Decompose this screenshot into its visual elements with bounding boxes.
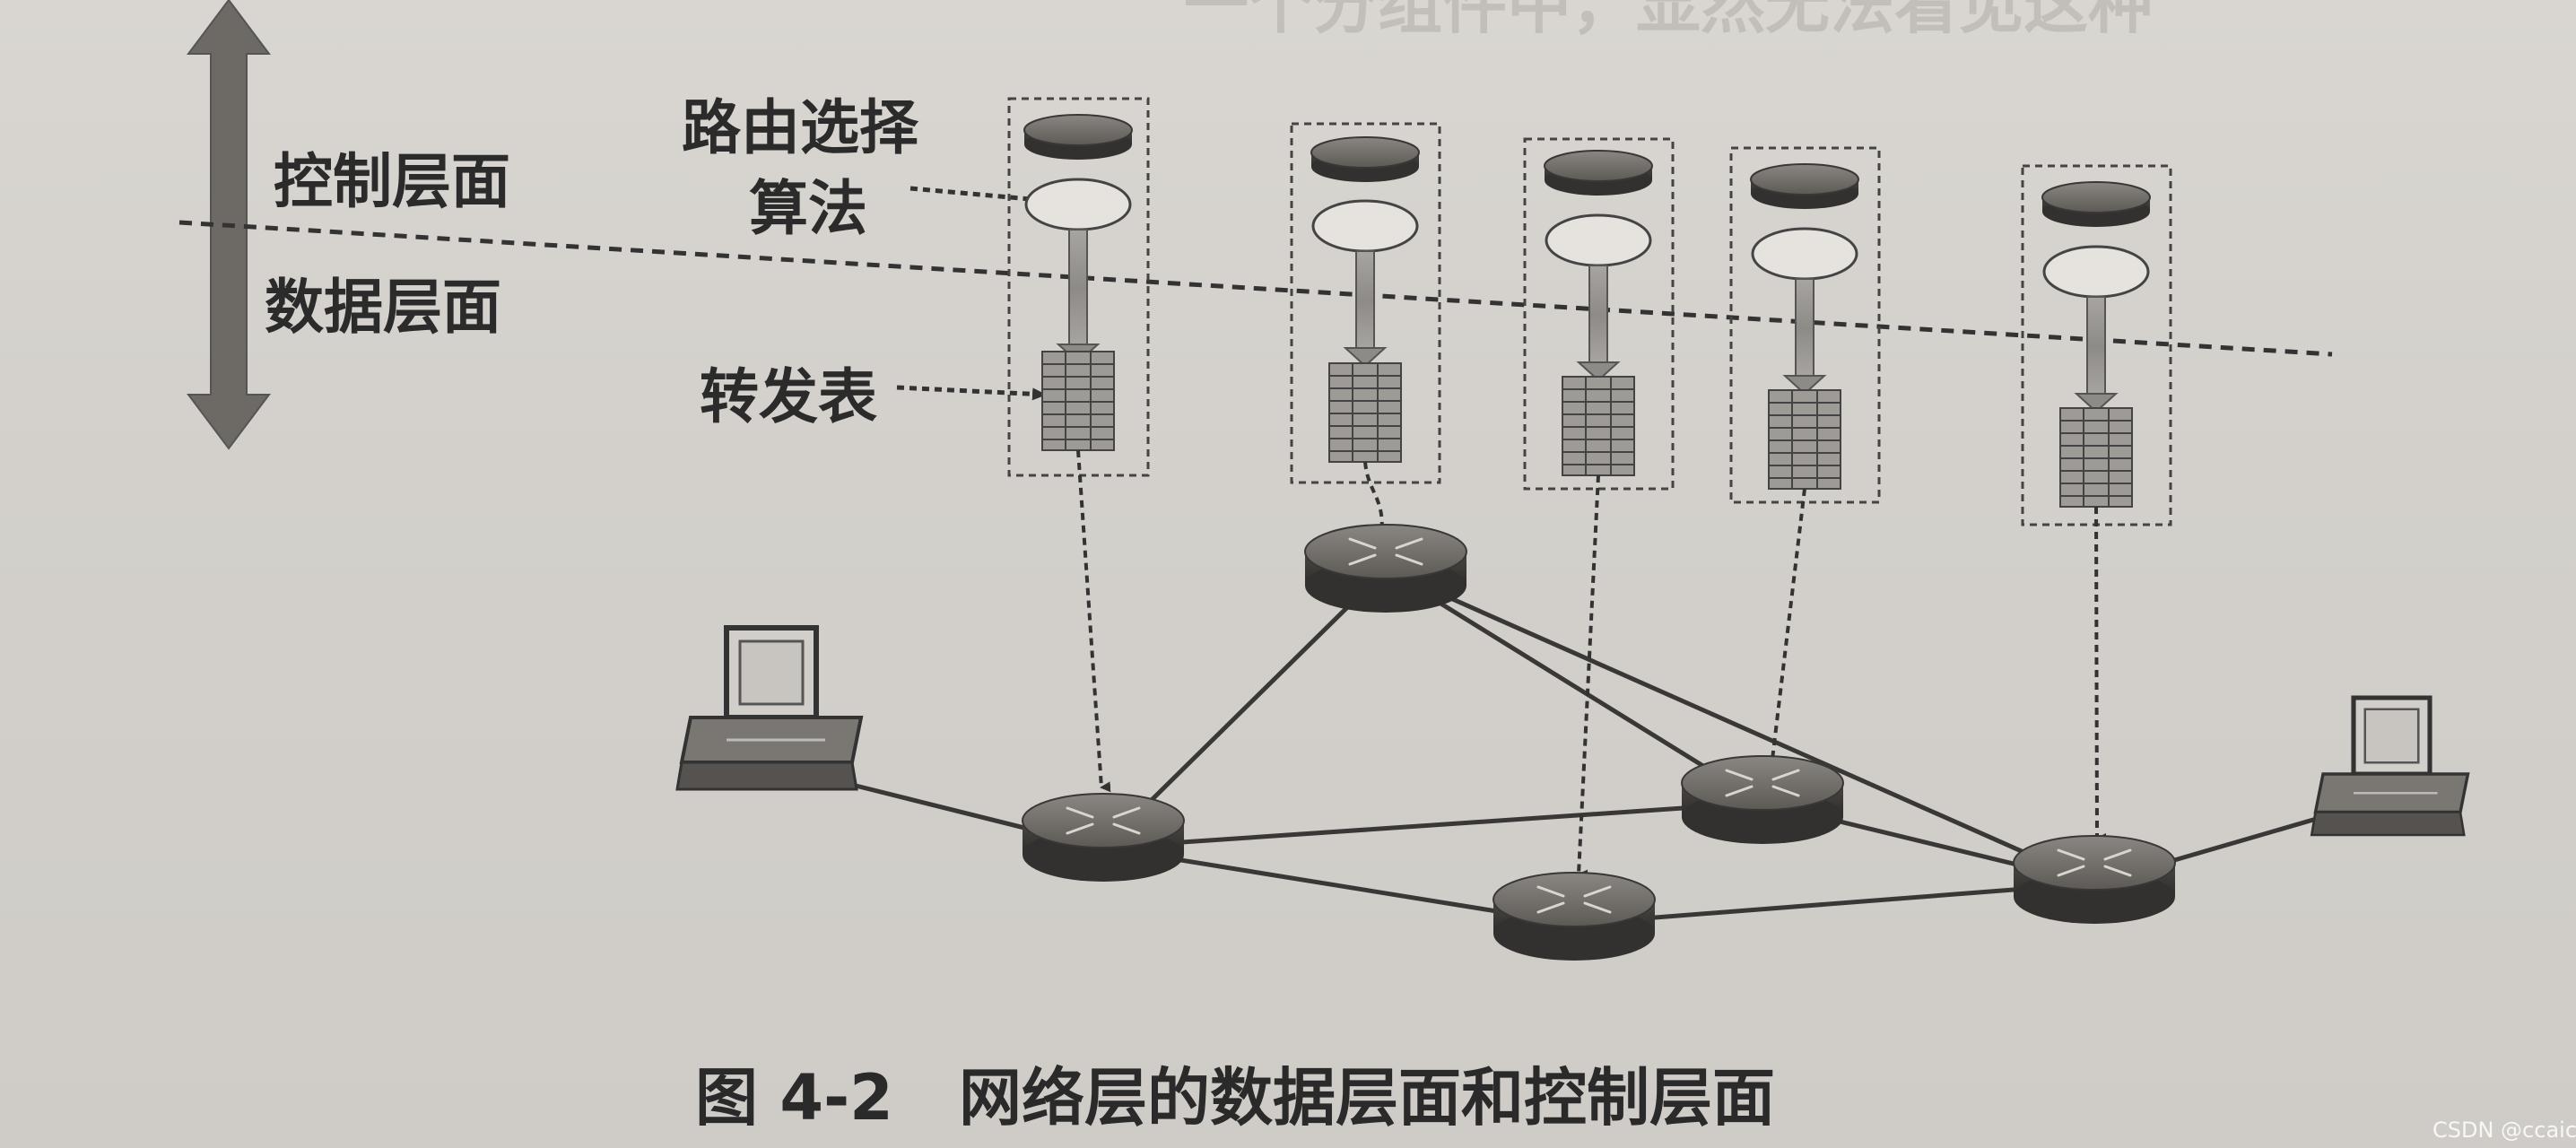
routing-algorithm-pointer — [909, 186, 1092, 210]
csdn-watermark: CSDN @ccaicaic — [2432, 1118, 2576, 1143]
forwarding-table-grid — [1562, 376, 1635, 476]
control-unit-4 — [1729, 146, 1881, 504]
router-b-icon — [1303, 523, 1468, 614]
router-d-icon — [1492, 871, 1657, 962]
table-to-router-arrows — [1076, 449, 2107, 881]
forwarding-table-grid — [1041, 351, 1115, 451]
router-a-icon — [1021, 792, 1186, 883]
routing-algorithm-oval — [2042, 245, 2150, 299]
forwarding-table-grid — [2059, 407, 2133, 508]
link-router-a-router-c — [1102, 800, 1763, 850]
control-unit-5 — [2021, 164, 2172, 526]
data-plane-label: 数据层面 — [265, 273, 501, 342]
forwarding-table-label: 转发表 — [700, 362, 877, 431]
figure-caption: 图 4-2 网络层的数据层面和控制层面 — [695, 1061, 1775, 1135]
host-left-computer-icon — [677, 628, 861, 789]
routing-algorithm-label-line1: 路由选择 — [682, 93, 919, 162]
forwarding-table-grid — [1768, 389, 1841, 490]
link-router-b-router-e — [1384, 567, 2096, 886]
routing-algorithm-oval — [1545, 213, 1652, 267]
routing-algorithm-label-line2: 算法 — [749, 174, 867, 243]
plane-separator-line — [178, 220, 2333, 357]
link-router-b-router-c — [1384, 567, 1764, 805]
control-unit-2 — [1290, 122, 1441, 484]
background-page-text: 一个分组件中，显然无法看见这种 — [1184, 0, 2153, 42]
router-e-icon — [2012, 834, 2177, 926]
forwarding-table-pointer — [896, 385, 1047, 401]
router-c-icon — [1680, 754, 1845, 846]
forwarding-table-grid — [1328, 362, 1402, 463]
host-right-computer-icon — [2311, 698, 2467, 835]
routing-algorithm-oval — [1751, 227, 1858, 281]
routing-algorithm-oval — [1024, 178, 1132, 231]
control-plane-label: 控制层面 — [274, 147, 510, 216]
control-unit-1 — [1007, 97, 1150, 477]
routing-algorithm-oval — [1311, 199, 1419, 253]
link-router-d-router-e — [1573, 881, 2095, 926]
